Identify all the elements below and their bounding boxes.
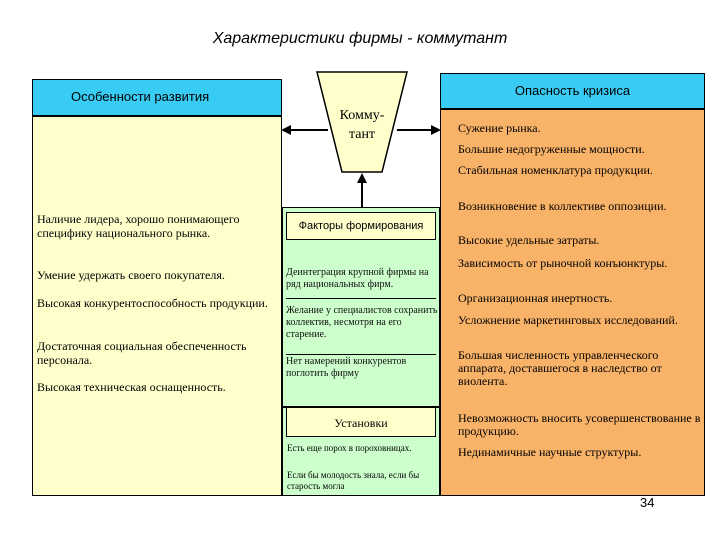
right-item: Возникновение в коллективе оппозиции. bbox=[458, 199, 667, 213]
divider bbox=[286, 354, 436, 355]
right-item: Стабильная номенклатура продукции. bbox=[458, 163, 653, 177]
factors-panel bbox=[282, 207, 440, 407]
left-item: Достаточная социальная обеспеченность пе… bbox=[37, 339, 247, 367]
right-item: Усложнение маркетинговых исследований. bbox=[458, 313, 678, 327]
commutant-label-line: тант bbox=[348, 127, 376, 142]
commutant-label: Комму- тант bbox=[327, 106, 397, 144]
right-header: Опасность кризиса bbox=[440, 73, 705, 109]
right-item: Сужение рынка. bbox=[458, 121, 541, 135]
commutant-label-line: Комму- bbox=[339, 108, 385, 123]
left-item: Наличие лидера, хорошо понимающего специ… bbox=[37, 212, 240, 240]
left-panel bbox=[32, 116, 282, 496]
installations-header: Установки bbox=[286, 407, 436, 437]
factor-item: Деинтеграция крупной фирмы на ряд национ… bbox=[286, 267, 429, 290]
right-item: Большая численность управленческого аппа… bbox=[458, 348, 662, 388]
commutant-shape bbox=[316, 71, 408, 173]
right-item: Высокие удельные затраты. bbox=[458, 233, 600, 247]
factor-item: Нет намерений конкурентов поглотить фирм… bbox=[286, 356, 407, 379]
right-item: Нединамичные научные структуры. bbox=[458, 445, 642, 459]
left-item: Высокая конкурентоспособность продукции. bbox=[37, 296, 268, 310]
installation-item: Если бы молодость знала, если бы старост… bbox=[287, 470, 420, 491]
right-panel bbox=[440, 109, 705, 496]
installation-item: Есть еще порох в пороховницах. bbox=[287, 443, 412, 453]
right-item: Невозможность вносить усовершенствование… bbox=[458, 411, 701, 438]
factors-header: Факторы формирования bbox=[286, 212, 436, 240]
page-number: 34 bbox=[640, 495, 655, 510]
divider bbox=[286, 298, 436, 299]
right-item: Большие недогруженные мощности. bbox=[458, 142, 645, 156]
page-title: Характеристики фирмы - коммутант bbox=[212, 30, 508, 47]
left-header: Особенности развития bbox=[32, 79, 282, 116]
right-item: Зависимость от рыночной конъюнктуры. bbox=[458, 256, 668, 270]
factor-item: Желание у специалистов сохранить коллект… bbox=[286, 305, 438, 340]
right-item: Организационная инертность. bbox=[458, 291, 613, 305]
left-item: Умение удержать своего покупателя. bbox=[37, 268, 225, 282]
left-item: Высокая техническая оснащенность. bbox=[37, 380, 226, 394]
